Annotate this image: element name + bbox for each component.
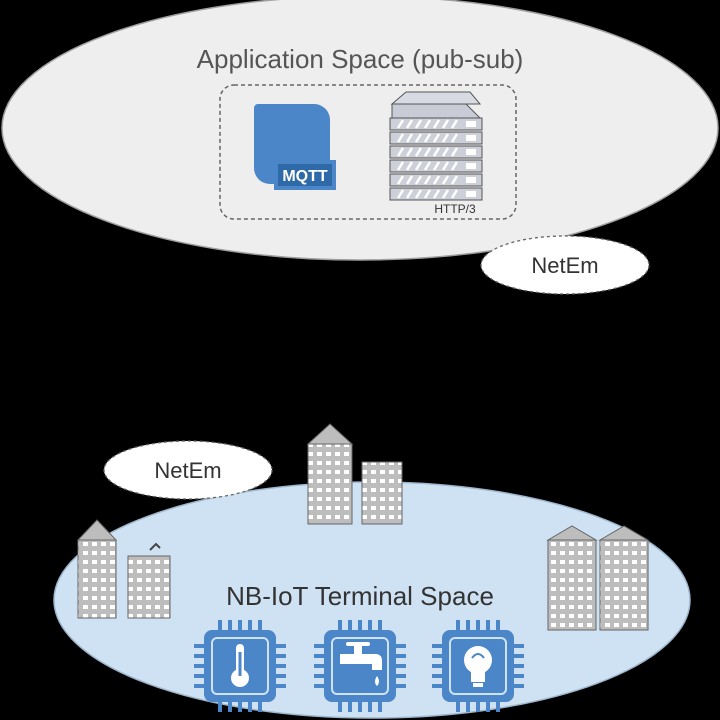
building-small-left-icon <box>127 542 171 619</box>
server-slot <box>389 145 483 159</box>
building-tall-right-icon <box>546 525 650 631</box>
water-tap-chip-icon <box>314 620 406 712</box>
mqtt-label: MQTT <box>282 168 328 185</box>
broker-group-box <box>219 84 517 220</box>
application-space-title: Application Space (pub-sub) <box>197 44 524 74</box>
server-slot <box>389 131 483 145</box>
application-space-ellipse <box>1 0 719 261</box>
building-tower-left-icon <box>76 519 118 619</box>
building-small-center-icon <box>361 461 403 525</box>
netem-lower-label: NetEm <box>154 458 221 483</box>
server-slot <box>389 159 483 173</box>
mqtt-icon: MQTT <box>254 104 336 190</box>
netem-upper-cloud <box>480 235 650 295</box>
thermometer-chip-icon <box>194 620 286 712</box>
http3-label: HTTP/3 <box>434 202 476 216</box>
server-slot <box>389 187 483 201</box>
light-bulb-chip-icon <box>432 620 524 712</box>
building-tower-center-icon <box>306 423 354 525</box>
netem-upper-label: NetEm <box>531 253 598 278</box>
server-icon: HTTP/3 <box>389 91 483 216</box>
terminal-space-title: NB-IoT Terminal Space <box>226 581 494 611</box>
netem-lower-cloud <box>103 440 273 500</box>
server-slot <box>389 173 483 187</box>
server-slot <box>389 117 483 131</box>
